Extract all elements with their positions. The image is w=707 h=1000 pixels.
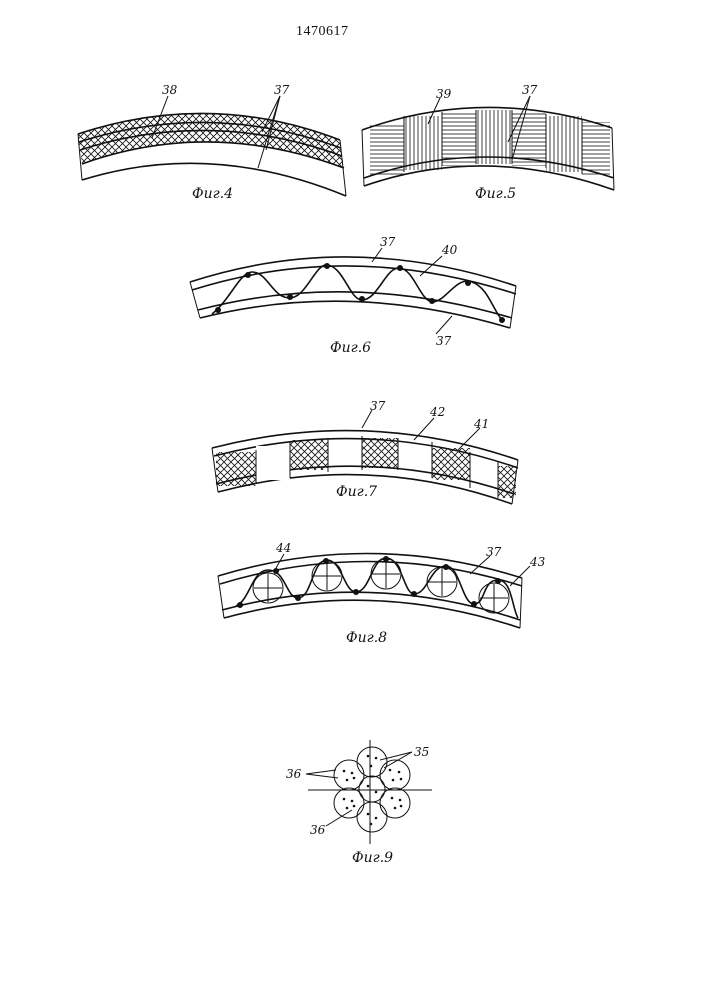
caption-fig6: Фиг.6 [330,340,371,356]
label-35: 35 [414,745,429,759]
figure-4 [78,96,346,196]
fig6-labels: 37 40 37 Фиг.6 [330,235,458,356]
caption-fig5: Фиг.5 [475,186,516,202]
label-38: 38 [162,83,178,97]
label-40: 40 [441,243,458,257]
label-36-lower: 36 [310,823,326,837]
label-39: 39 [436,87,452,101]
label-37: 37 [486,545,502,559]
label-42: 42 [429,405,445,419]
label-37: 37 [274,83,290,97]
caption-fig4: Фиг.4 [192,186,233,202]
label-37: 37 [522,83,538,97]
caption-fig8: Фиг.8 [346,630,387,646]
figure-6 [190,248,516,334]
label-44: 44 [275,541,291,555]
label-43: 43 [529,555,546,569]
label-37: 37 [380,235,396,249]
caption-fig9: Фиг.9 [352,850,393,866]
caption-fig7: Фиг.7 [336,484,377,500]
label-37: 37 [370,399,386,413]
label-37-lower: 37 [436,334,452,348]
figure-8 [218,553,530,628]
label-41: 41 [473,417,489,431]
label-36: 36 [286,767,302,781]
figure-5 [362,96,614,190]
